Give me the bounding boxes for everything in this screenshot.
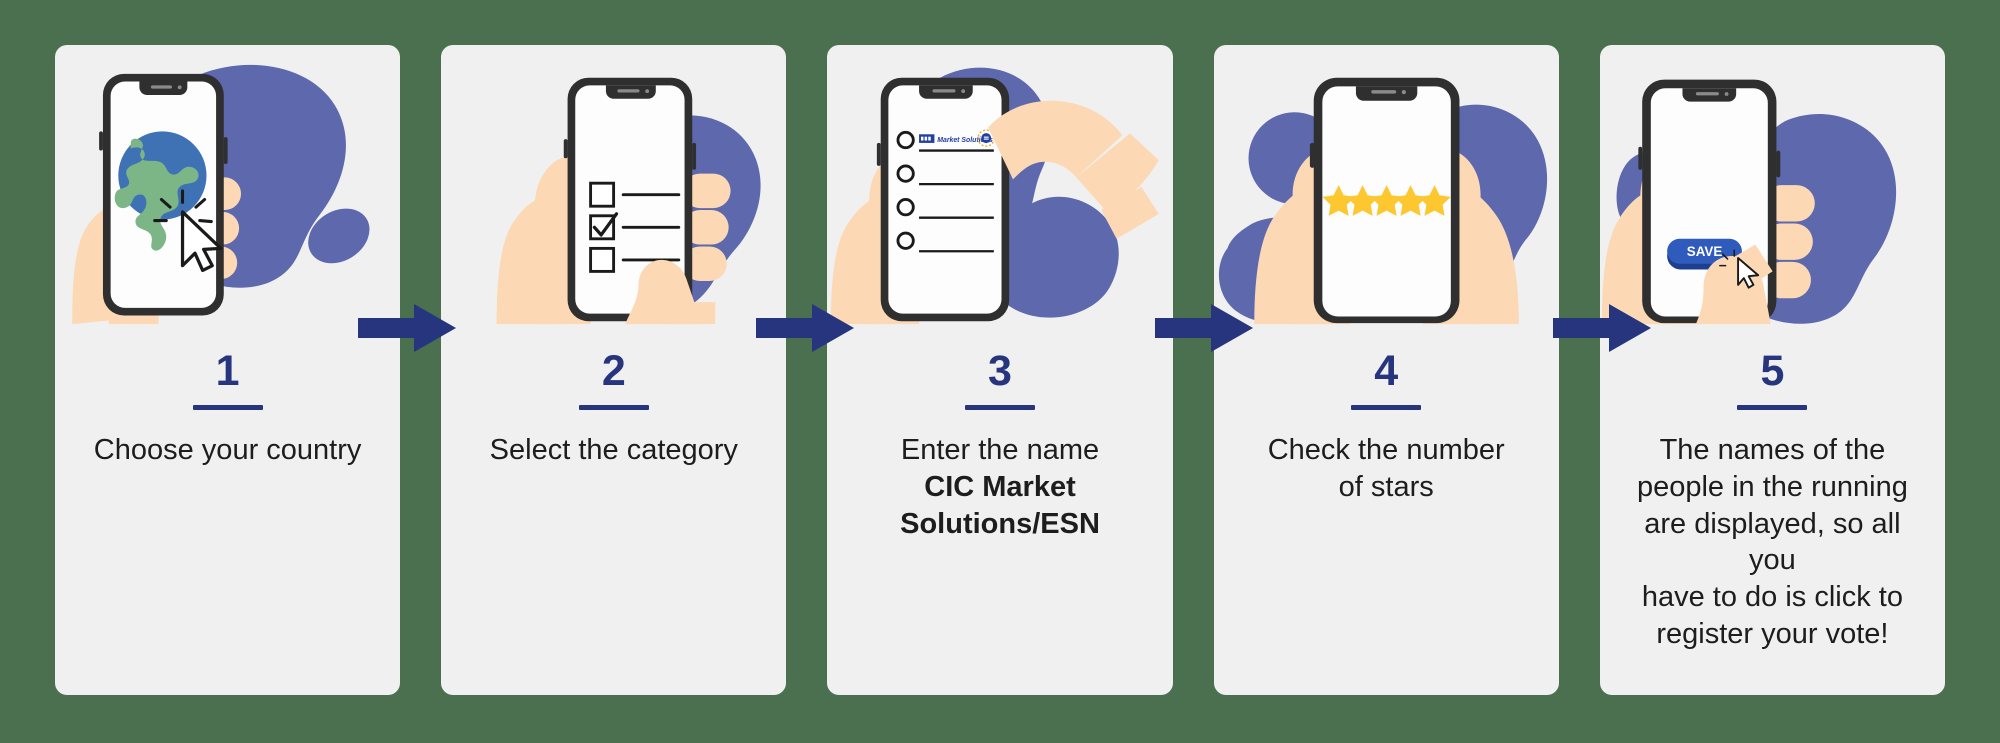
step-3-caption-line-1: Enter the name	[900, 434, 1100, 466]
step-1-caption-line-1: Choose your country	[93, 434, 362, 466]
step-2-caption: Select the category	[468, 432, 760, 469]
arrow-step-3-to-4	[1155, 304, 1253, 352]
step-card-5[interactable]: SAVE 5	[1599, 45, 1946, 695]
step-3-illustration: Market Solutions	[827, 45, 1172, 330]
five-star-rating-icon	[1322, 185, 1451, 216]
step-3-caption-line-3: Solutions/ESN	[900, 507, 1100, 540]
step-3-rule	[965, 405, 1035, 410]
step-card-2[interactable]: 2 Select the category	[441, 45, 787, 695]
radio-list-icon	[896, 130, 995, 253]
step-1-rule	[192, 405, 263, 410]
arrow-step-2-to-3	[756, 304, 854, 352]
phone-icon	[877, 77, 1014, 322]
step-5-caption-line-4: have to do is click to	[1641, 581, 1903, 614]
step-5-rule	[1737, 405, 1808, 410]
step-4-rule	[1351, 405, 1422, 410]
step-4-caption: Check the number of stars	[1246, 432, 1527, 506]
cic-market-solutions-logo: Market Solutions	[919, 134, 993, 144]
step-3-caption-line-2: CIC Market	[924, 470, 1076, 503]
steps-container: 1 Choose your country	[55, 45, 1946, 695]
step-4-caption-line-1: Check the number	[1267, 434, 1505, 466]
svg-text:Market Solutions: Market Solutions	[938, 137, 994, 144]
step-5-caption: The names of the people in the running a…	[1600, 432, 1945, 653]
step-1-number: 1	[215, 347, 240, 395]
mouse-cursor-click-icon	[1718, 249, 1759, 289]
step-5-caption-line-3: are displayed, so all you	[1644, 507, 1901, 577]
save-button-label: SAVE	[1687, 244, 1723, 259]
step-5-illustration: SAVE	[1600, 45, 1945, 330]
step-5-caption-line-1: The names of the	[1659, 434, 1886, 466]
step-1-illustration	[55, 45, 400, 330]
step-5-caption-line-5: register your vote!	[1656, 618, 1889, 651]
step-3-number: 3	[988, 347, 1012, 395]
step-5-number: 5	[1760, 347, 1785, 395]
step-card-4[interactable]: 4 Check the number of stars	[1213, 45, 1559, 695]
step-2-illustration	[441, 45, 786, 330]
checkbox-list-icon	[589, 181, 681, 273]
pointing-hand-icon	[988, 100, 1160, 239]
step-2-caption-line-1: Select the category	[489, 434, 738, 466]
step-2-rule	[578, 405, 649, 410]
pointing-finger-icon	[625, 259, 716, 325]
step-3-caption: Enter the name CIC Market Solutions/ESN	[878, 432, 1122, 542]
step-card-1[interactable]: 1 Choose your country	[55, 45, 401, 695]
globe-icon	[114, 131, 207, 251]
step-5-caption-line-2: people in the running	[1636, 470, 1908, 503]
step-4-number: 4	[1374, 347, 1399, 395]
step-4-caption-line-2: of stars	[1338, 470, 1434, 503]
step-2-number: 2	[601, 347, 626, 395]
arrow-step-1-to-2	[358, 304, 456, 352]
step-4-illustration	[1214, 45, 1559, 330]
step-card-3[interactable]: Market Solutions 3	[827, 45, 1173, 695]
arrow-step-4-to-5	[1553, 304, 1651, 352]
mouse-cursor-click-icon	[153, 189, 223, 273]
step-1-caption: Choose your country	[72, 432, 384, 469]
